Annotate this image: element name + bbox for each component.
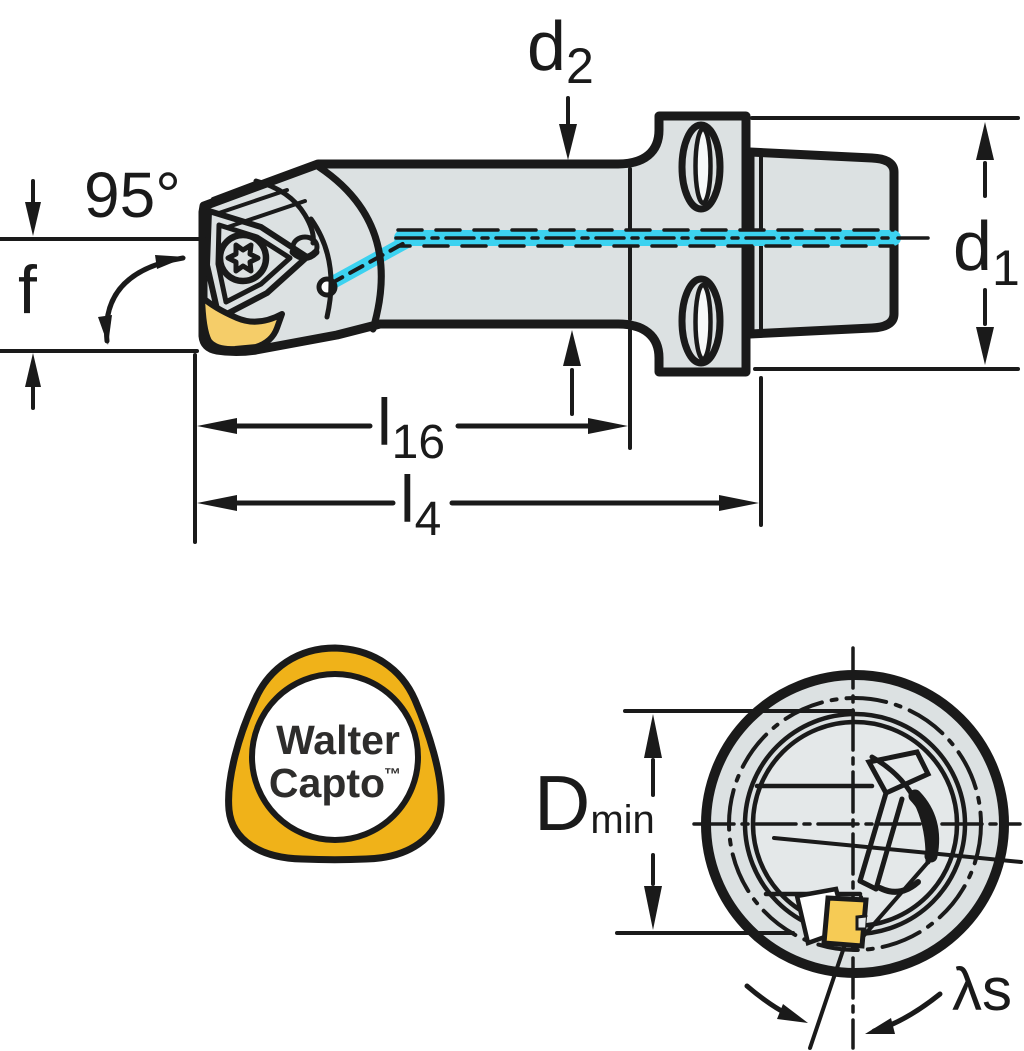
- dimension-l16: l16: [193, 328, 632, 544]
- insert-outline-outer: [204, 208, 310, 321]
- dimensions-side-view: f 95° d2 d1: [0, 7, 1020, 546]
- d1-label: d1: [953, 207, 1020, 296]
- l4-label: l4: [400, 462, 441, 546]
- lambda-s-label: λs: [952, 956, 1012, 1023]
- cutting-insert-front: [821, 895, 869, 949]
- head-inner-arc: [308, 216, 334, 320]
- d2-label: d2: [527, 7, 594, 94]
- logo-trademark: ™: [384, 765, 401, 784]
- head-detail: [204, 163, 385, 333]
- walter-capto-logo: Walter Capto ™: [225, 644, 445, 864]
- insert-notch: [855, 914, 868, 931]
- dimension-dmin: Dmin: [534, 709, 855, 935]
- logo-line2: Capto: [269, 760, 385, 806]
- dimension-d1: d1: [750, 116, 1020, 371]
- dimension-angle-95: 95°: [84, 159, 186, 345]
- clamp-screw-front: [857, 749, 940, 895]
- flange-slots: [678, 121, 724, 367]
- dmin-label: Dmin: [534, 759, 655, 847]
- screw-shadow-crescent: [908, 789, 940, 863]
- angle-label: 95°: [84, 159, 181, 231]
- f-label: f: [18, 252, 37, 328]
- pocket-edge-line: [851, 851, 938, 950]
- cutting-insert-side: [199, 294, 285, 353]
- dimension-lambda-s: λs: [744, 956, 1012, 1034]
- logo-line1: Walter: [276, 717, 400, 763]
- torx-screw: [216, 231, 270, 285]
- front-view-drawing: Dmin λs: [534, 646, 1023, 1050]
- cutting-edge-trace: [772, 836, 1023, 864]
- dimension-d2: d2: [527, 7, 594, 416]
- dimension-f: f: [0, 179, 206, 410]
- l16-label: l16: [377, 385, 445, 469]
- side-view-drawing: [198, 111, 930, 377]
- logo-circle: [249, 671, 421, 843]
- head-fillet-arc: [315, 163, 385, 333]
- torx-star: [225, 242, 261, 274]
- coolant-channel: [316, 228, 930, 298]
- clamp-edge: [253, 178, 316, 246]
- dimension-l4: l4: [197, 376, 763, 546]
